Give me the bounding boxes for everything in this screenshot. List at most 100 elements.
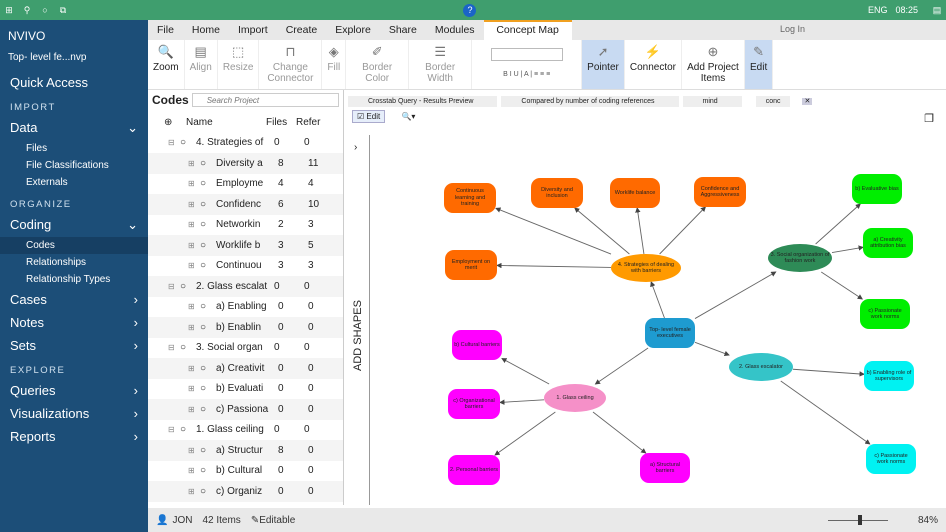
connector-s2-pw2[interactable] [780, 380, 871, 445]
expand-panel-icon[interactable]: › [354, 142, 358, 153]
close-tab-icon[interactable]: ✕ [802, 98, 813, 105]
zoom-slider-thumb[interactable] [857, 514, 862, 525]
map-node-cb[interactable]: a) Creativity attribution bias [863, 228, 913, 258]
connector-s1-sb[interactable] [592, 411, 647, 454]
expand-icon[interactable]: ⊞ [188, 384, 195, 394]
map-node-s1[interactable]: 1. Glass ceiling [544, 384, 606, 412]
undock-icon[interactable]: ❐ [924, 113, 934, 125]
expand-icon[interactable]: ⊞ [188, 220, 195, 230]
sidebar-group-reports[interactable]: Reports› [0, 425, 148, 448]
quick-access[interactable]: Quick Access [0, 71, 148, 94]
sidebar-group-data[interactable]: Data⌄ [0, 116, 148, 140]
connector-s4-ca[interactable] [659, 206, 707, 255]
connector-s2-er[interactable] [792, 368, 865, 377]
edit-toggle[interactable]: ☑ Edit [352, 110, 386, 123]
tab-explore[interactable]: Explore [335, 24, 371, 36]
map-node-s4[interactable]: 4. Strategies of dealing with barriers [611, 254, 681, 282]
map-node-di[interactable]: Diversity and inclusion [531, 178, 583, 208]
doc-tab[interactable]: conc✕ [745, 95, 827, 107]
connector-s1-cu[interactable] [501, 358, 550, 385]
map-node-wb[interactable]: Worklife balance [610, 178, 660, 208]
connector-s3-eb[interactable] [815, 203, 861, 245]
map-node-ob[interactable]: c) Organizational barriers [448, 389, 500, 419]
map-node-cl[interactable]: Continuous learning and training [444, 183, 496, 213]
sidebar-item[interactable]: Codes [0, 237, 148, 254]
add-shapes-panel[interactable]: ADD SHAPES [348, 135, 370, 505]
map-node-cu[interactable]: b) Cultural barriers [452, 330, 502, 360]
collapse-icon[interactable]: ⊟ [168, 281, 175, 291]
map-node-er[interactable]: b) Enabling role of supervisors [864, 361, 914, 391]
tab-file[interactable]: File [157, 24, 174, 36]
connector-s3-pw[interactable] [821, 271, 863, 300]
sidebar-group-coding[interactable]: Coding⌄ [0, 213, 148, 237]
font-family-select[interactable] [490, 48, 563, 61]
map-node-pw2[interactable]: c) Passionate work norms [866, 444, 916, 474]
map-node-s2[interactable]: 2. Glass escalator [729, 353, 793, 381]
expand-icon[interactable]: ⊞ [188, 261, 195, 271]
tab-create[interactable]: Create [285, 24, 318, 36]
tab-share[interactable]: Share [388, 24, 417, 36]
border-width-button[interactable]: ☰Border Width [409, 40, 473, 89]
connector-s4-cl[interactable] [495, 207, 612, 255]
expand-icon[interactable]: ⊞ [188, 404, 195, 414]
connector-top-s3[interactable] [694, 271, 777, 319]
sidebar-item[interactable]: Externals [26, 177, 68, 188]
connector-s4-em[interactable] [496, 262, 612, 269]
map-node-ca[interactable]: Confidence and Aggressiveness [694, 177, 746, 207]
connector-top-s2[interactable] [694, 341, 730, 356]
tab-home[interactable]: Home [191, 24, 220, 36]
connector-s3-cb[interactable] [831, 245, 864, 253]
connector-s4-wb[interactable] [635, 207, 645, 255]
expand-icon[interactable]: ⊞ [188, 302, 195, 312]
doc-tab[interactable]: mind [682, 95, 742, 107]
align-button[interactable]: ▤Align [185, 40, 218, 89]
col-name[interactable]: Name [186, 116, 213, 128]
windows-start-icon[interactable]: ⊞ [5, 4, 13, 15]
sidebar-item[interactable]: Files [26, 143, 48, 154]
notifications-icon[interactable]: ▤ [932, 4, 942, 15]
task-view-icon[interactable]: ⧉ [59, 4, 67, 15]
sidebar-group-cases[interactable]: Cases› [0, 288, 148, 311]
pointer-button[interactable]: ➚Pointer [582, 40, 625, 89]
tab-import[interactable]: Import [237, 24, 268, 36]
sidebar-group-sets[interactable]: Sets› [0, 334, 148, 357]
map-node-sb[interactable]: a) Structural barriers [640, 453, 690, 483]
expand-icon[interactable]: ⊞ [188, 322, 195, 332]
connector-s4-di[interactable] [574, 207, 630, 255]
expand-icon[interactable]: ⊞ [188, 486, 195, 496]
sidebar-item[interactable]: Relationship Types [26, 274, 111, 285]
search-icon[interactable]: ⚲ [23, 4, 31, 15]
col-files[interactable]: Files [266, 116, 288, 128]
border-color-button[interactable]: ✐Border Color [346, 40, 410, 89]
expand-icon[interactable]: ⊞ [188, 363, 195, 373]
expand-icon[interactable]: ⊞ [188, 466, 195, 476]
map-node-top[interactable]: Top- level female executives [645, 318, 695, 348]
expand-icon[interactable]: ⊞ [188, 240, 195, 250]
edit-button[interactable]: ✎Edit [745, 40, 774, 89]
map-node-pw[interactable]: c) Passionate work norms [860, 299, 910, 329]
format-buttons[interactable]: B I U | A | ≡ ≡ ≡ [503, 71, 551, 78]
map-node-pb[interactable]: 2. Personal barriers [448, 455, 500, 485]
sidebar-group-queries[interactable]: Queries› [0, 379, 148, 402]
login-button[interactable]: Log In [780, 24, 806, 34]
resize-button[interactable]: ⬚Resize [218, 40, 260, 89]
sidebar-item[interactable]: Relationships [26, 257, 87, 268]
doc-tab[interactable]: Compared by number of coding references [501, 95, 679, 107]
map-node-s3[interactable]: 3. Social organization of fashion work [768, 244, 832, 272]
cortana-icon[interactable]: ○ [42, 5, 48, 15]
